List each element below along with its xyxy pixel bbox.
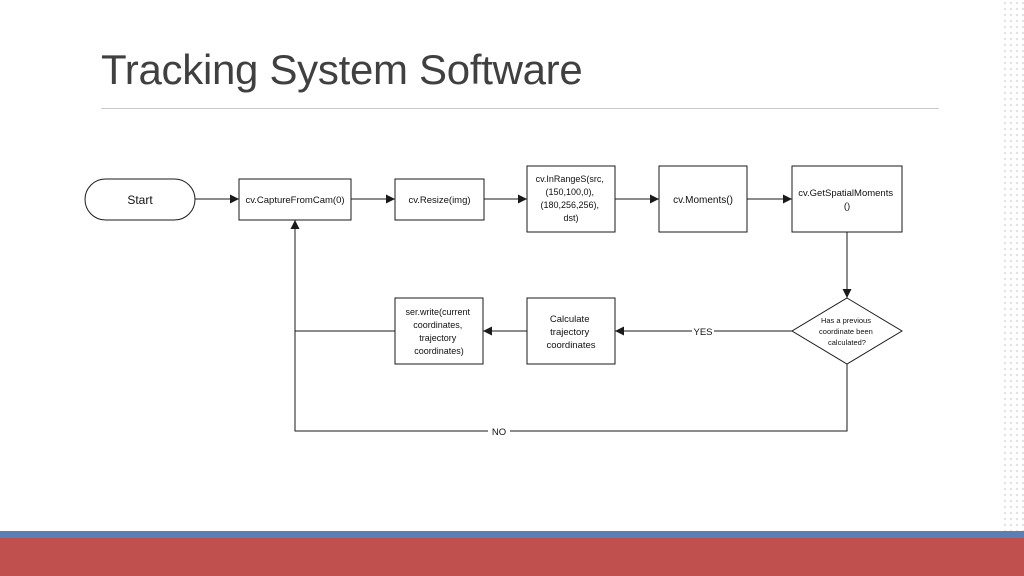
serial-write-label: ser.write(current coordinates, trajector… <box>405 307 472 356</box>
footer-stripe <box>0 531 1024 538</box>
calculate-line: trajectory <box>550 327 589 338</box>
decision-line: Has a previous <box>821 316 871 325</box>
decision-line: coordinate been <box>819 327 873 336</box>
inrange-line: (180,256,256), <box>540 200 599 210</box>
spatial-moments-label: cv.GetSpatialMoments () <box>798 188 896 212</box>
inrange-line: cv.InRangeS(src, <box>536 174 604 184</box>
inrange-process-box: cv.InRangeS(src, (150,100,0), (180,256,2… <box>526 165 616 233</box>
capture-label: cv.CaptureFromCam(0) <box>245 195 344 206</box>
slide-title: Tracking System Software <box>101 46 583 93</box>
decision-label: Has a previous coordinate been calculate… <box>819 316 875 347</box>
write-line: trajectory <box>419 333 457 343</box>
decorative-dot-pattern <box>1002 0 1024 535</box>
no-label: NO <box>492 427 506 438</box>
calculate-line: coordinates <box>546 340 595 351</box>
decision-diamond: Has a previous coordinate been calculate… <box>791 297 903 365</box>
decision-line: calculated? <box>828 338 866 347</box>
footer-band <box>0 538 1024 576</box>
moments-label: cv.Moments() <box>673 195 733 206</box>
moments-process-box: cv.Moments() <box>658 165 748 233</box>
inrange-line: (150,100,0), <box>545 187 594 197</box>
no-label-background <box>488 425 510 437</box>
yes-label: YES <box>693 327 712 338</box>
spatial-line: () <box>844 201 850 212</box>
calculate-line: Calculate <box>550 314 590 325</box>
spatial-moments-process-box: cv.GetSpatialMoments () <box>791 165 903 233</box>
calculate-label: Calculate trajectory coordinates <box>546 314 595 351</box>
write-line: coordinates, <box>413 320 462 330</box>
capture-process-box: cv.CaptureFromCam(0) <box>238 178 352 221</box>
title-divider <box>101 108 939 109</box>
calculate-process-box: Calculate trajectory coordinates <box>526 297 616 365</box>
inrange-line: dst) <box>563 213 578 223</box>
yes-label-background <box>692 325 714 337</box>
start-label: Start <box>127 193 153 207</box>
spatial-line: cv.GetSpatialMoments <box>798 188 893 199</box>
connector-no-loop <box>290 220 848 432</box>
resize-process-box: cv.Resize(img) <box>394 178 485 221</box>
resize-label: cv.Resize(img) <box>408 195 470 206</box>
write-line: coordinates) <box>414 346 464 356</box>
write-line: ser.write(current <box>405 307 470 317</box>
start-terminator: Start <box>84 178 196 221</box>
inrange-label: cv.InRangeS(src, (150,100,0), (180,256,2… <box>536 174 607 223</box>
serial-write-process-box: ser.write(current coordinates, trajector… <box>394 297 484 365</box>
